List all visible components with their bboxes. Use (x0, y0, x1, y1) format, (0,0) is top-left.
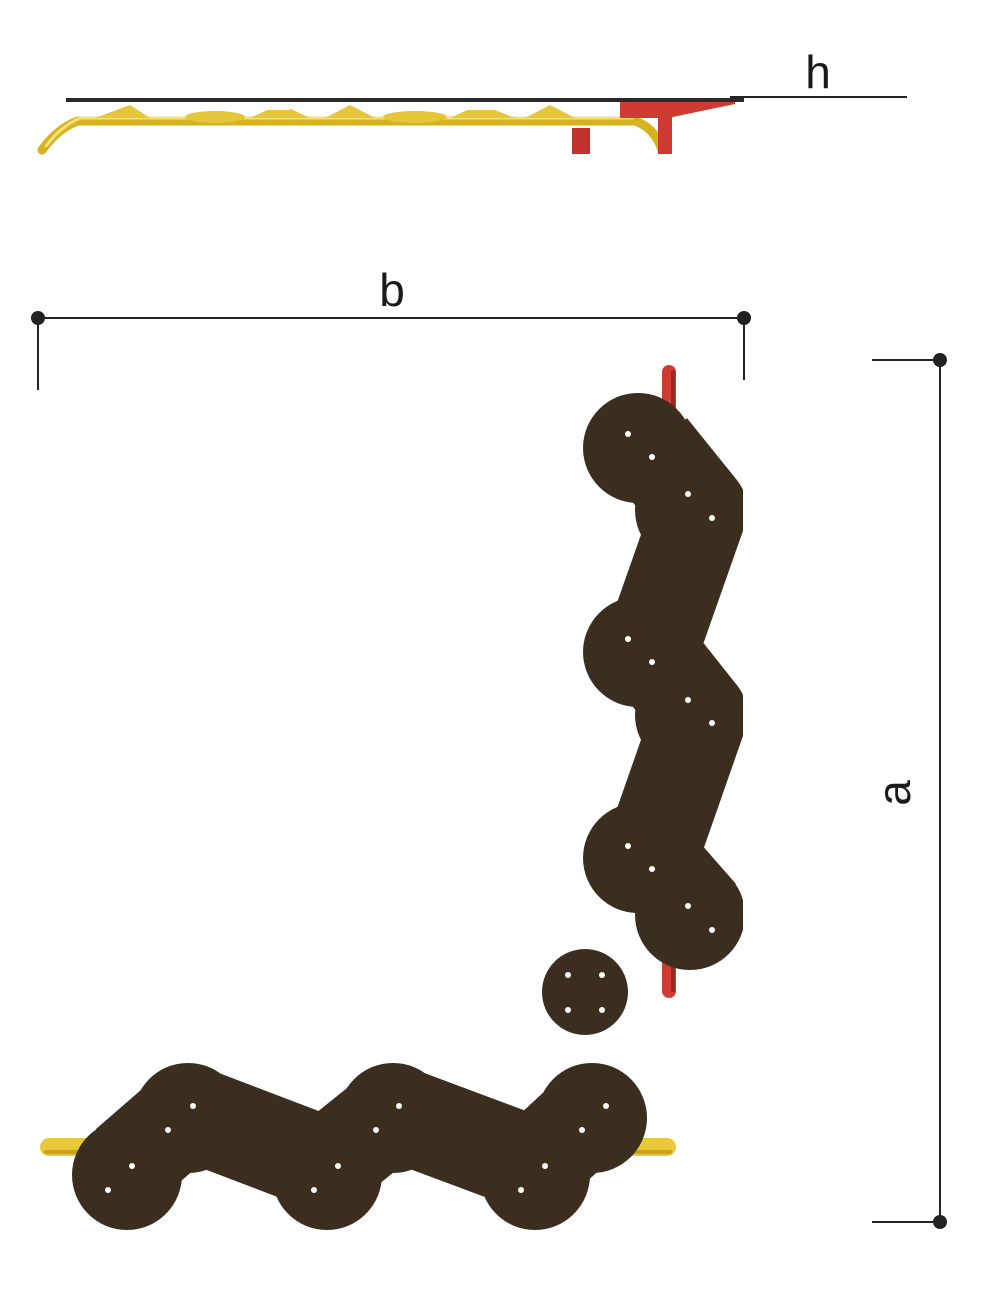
length-dimension-end-dot (933, 1215, 947, 1229)
red-support-wedge (620, 100, 735, 118)
length-label: a (868, 780, 920, 806)
vertical-wavy-deck (583, 393, 748, 970)
height-label: h (805, 46, 831, 98)
red-post-right (658, 116, 672, 154)
width-dimension-end-dot (31, 311, 45, 325)
deck-gaps (210, 102, 500, 110)
yellow-frame-highlight (44, 116, 634, 148)
side-elevation-view: h (37, 46, 907, 155)
length-dimension-end-dot (933, 353, 947, 367)
yellow-deck-brackets (95, 104, 575, 123)
deck-screw-holes (105, 431, 715, 1193)
width-dimension (31, 311, 751, 392)
round-stepping-pad (542, 949, 628, 1035)
deck-top-surface (66, 98, 744, 102)
horizontal-wavy-deck (72, 1063, 647, 1230)
width-dimension-end-dot (737, 311, 751, 325)
yellow-frame-tube (37, 116, 667, 155)
length-dimension (872, 353, 947, 1229)
red-post-left (572, 128, 590, 154)
vertical-deck-flat-edge (743, 380, 773, 980)
width-label: b (379, 264, 405, 316)
